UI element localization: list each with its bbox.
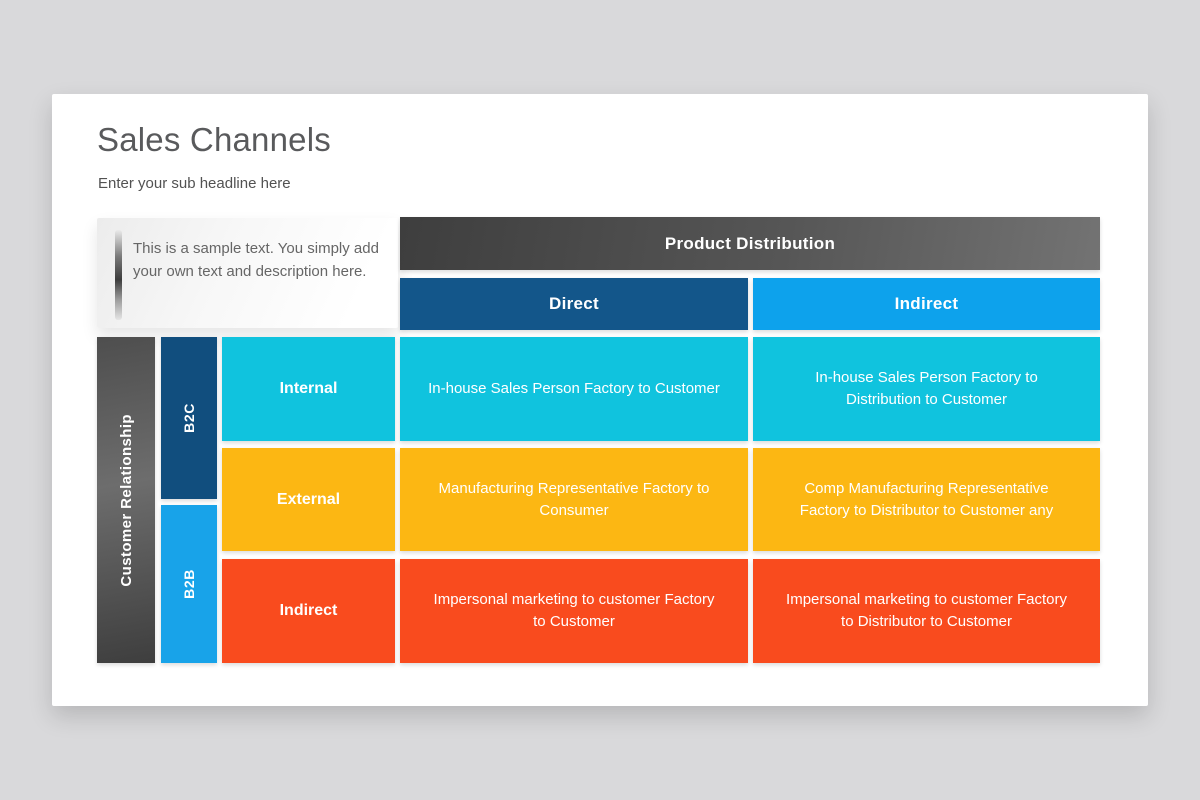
row-label-external: External xyxy=(222,448,395,551)
accent-bar xyxy=(115,230,122,320)
cell-internal-indirect: In-house Sales Person Factory to Distrib… xyxy=(753,337,1100,441)
cell-external-indirect: Comp Manufacturing Representative Factor… xyxy=(753,448,1100,551)
row-label-internal: Internal xyxy=(222,337,395,441)
column-header-indirect: Indirect xyxy=(753,278,1100,330)
product-distribution-header: Product Distribution xyxy=(400,217,1100,270)
row-label-indirect: Indirect xyxy=(222,559,395,663)
column-header-direct: Direct xyxy=(400,278,748,330)
group-header-b2c: B2C xyxy=(161,337,217,499)
b2c-label: B2C xyxy=(181,403,197,433)
group-header-b2b: B2B xyxy=(161,505,217,663)
cell-internal-direct: In-house Sales Person Factory to Custome… xyxy=(400,337,748,441)
cell-indirect-direct: Impersonal marketing to customer Factory… xyxy=(400,559,748,663)
page-title: Sales Channels xyxy=(97,121,331,158)
customer-relationship-header: Customer Relationship xyxy=(97,337,155,663)
slide-card: Sales Channels Enter your sub headline h… xyxy=(52,94,1148,706)
b2b-label: B2B xyxy=(181,569,197,599)
cell-indirect-indirect: Impersonal marketing to customer Factory… xyxy=(753,559,1100,663)
customer-relationship-label: Customer Relationship xyxy=(117,413,135,587)
sample-note-box: This is a sample text. You simply add yo… xyxy=(97,218,398,328)
page-subtitle: Enter your sub headline here xyxy=(98,175,291,192)
sample-note-text: This is a sample text. You simply add yo… xyxy=(133,240,379,280)
cell-external-direct: Manufacturing Representative Factory to … xyxy=(400,448,748,551)
